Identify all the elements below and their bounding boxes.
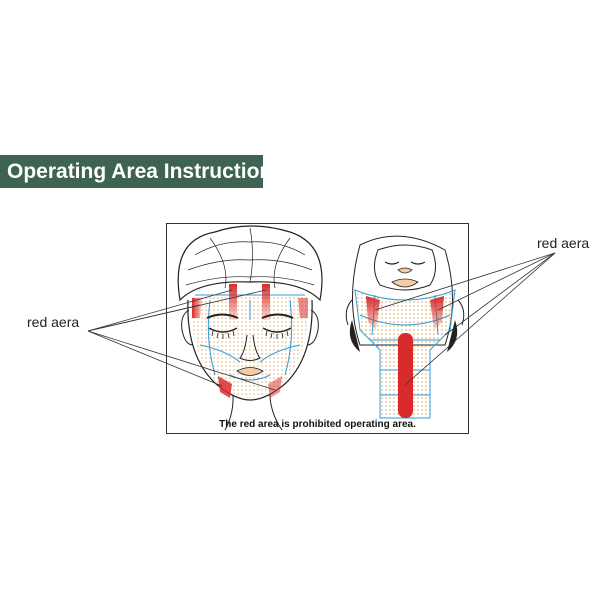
neck-chin-illustration-icon (345, 235, 465, 419)
front-face-illustration-icon (177, 225, 323, 431)
left-callout-label: red aera (27, 314, 80, 330)
diagram-caption: The red area is prohibited operating are… (219, 419, 416, 430)
right-callout-lines (374, 252, 556, 386)
left-callout-lines (87, 289, 276, 391)
section-title-banner: Operating Area Instruction (0, 155, 272, 188)
right-callout-label: red aera (537, 235, 590, 251)
section-title: Operating Area Instruction (7, 160, 273, 183)
